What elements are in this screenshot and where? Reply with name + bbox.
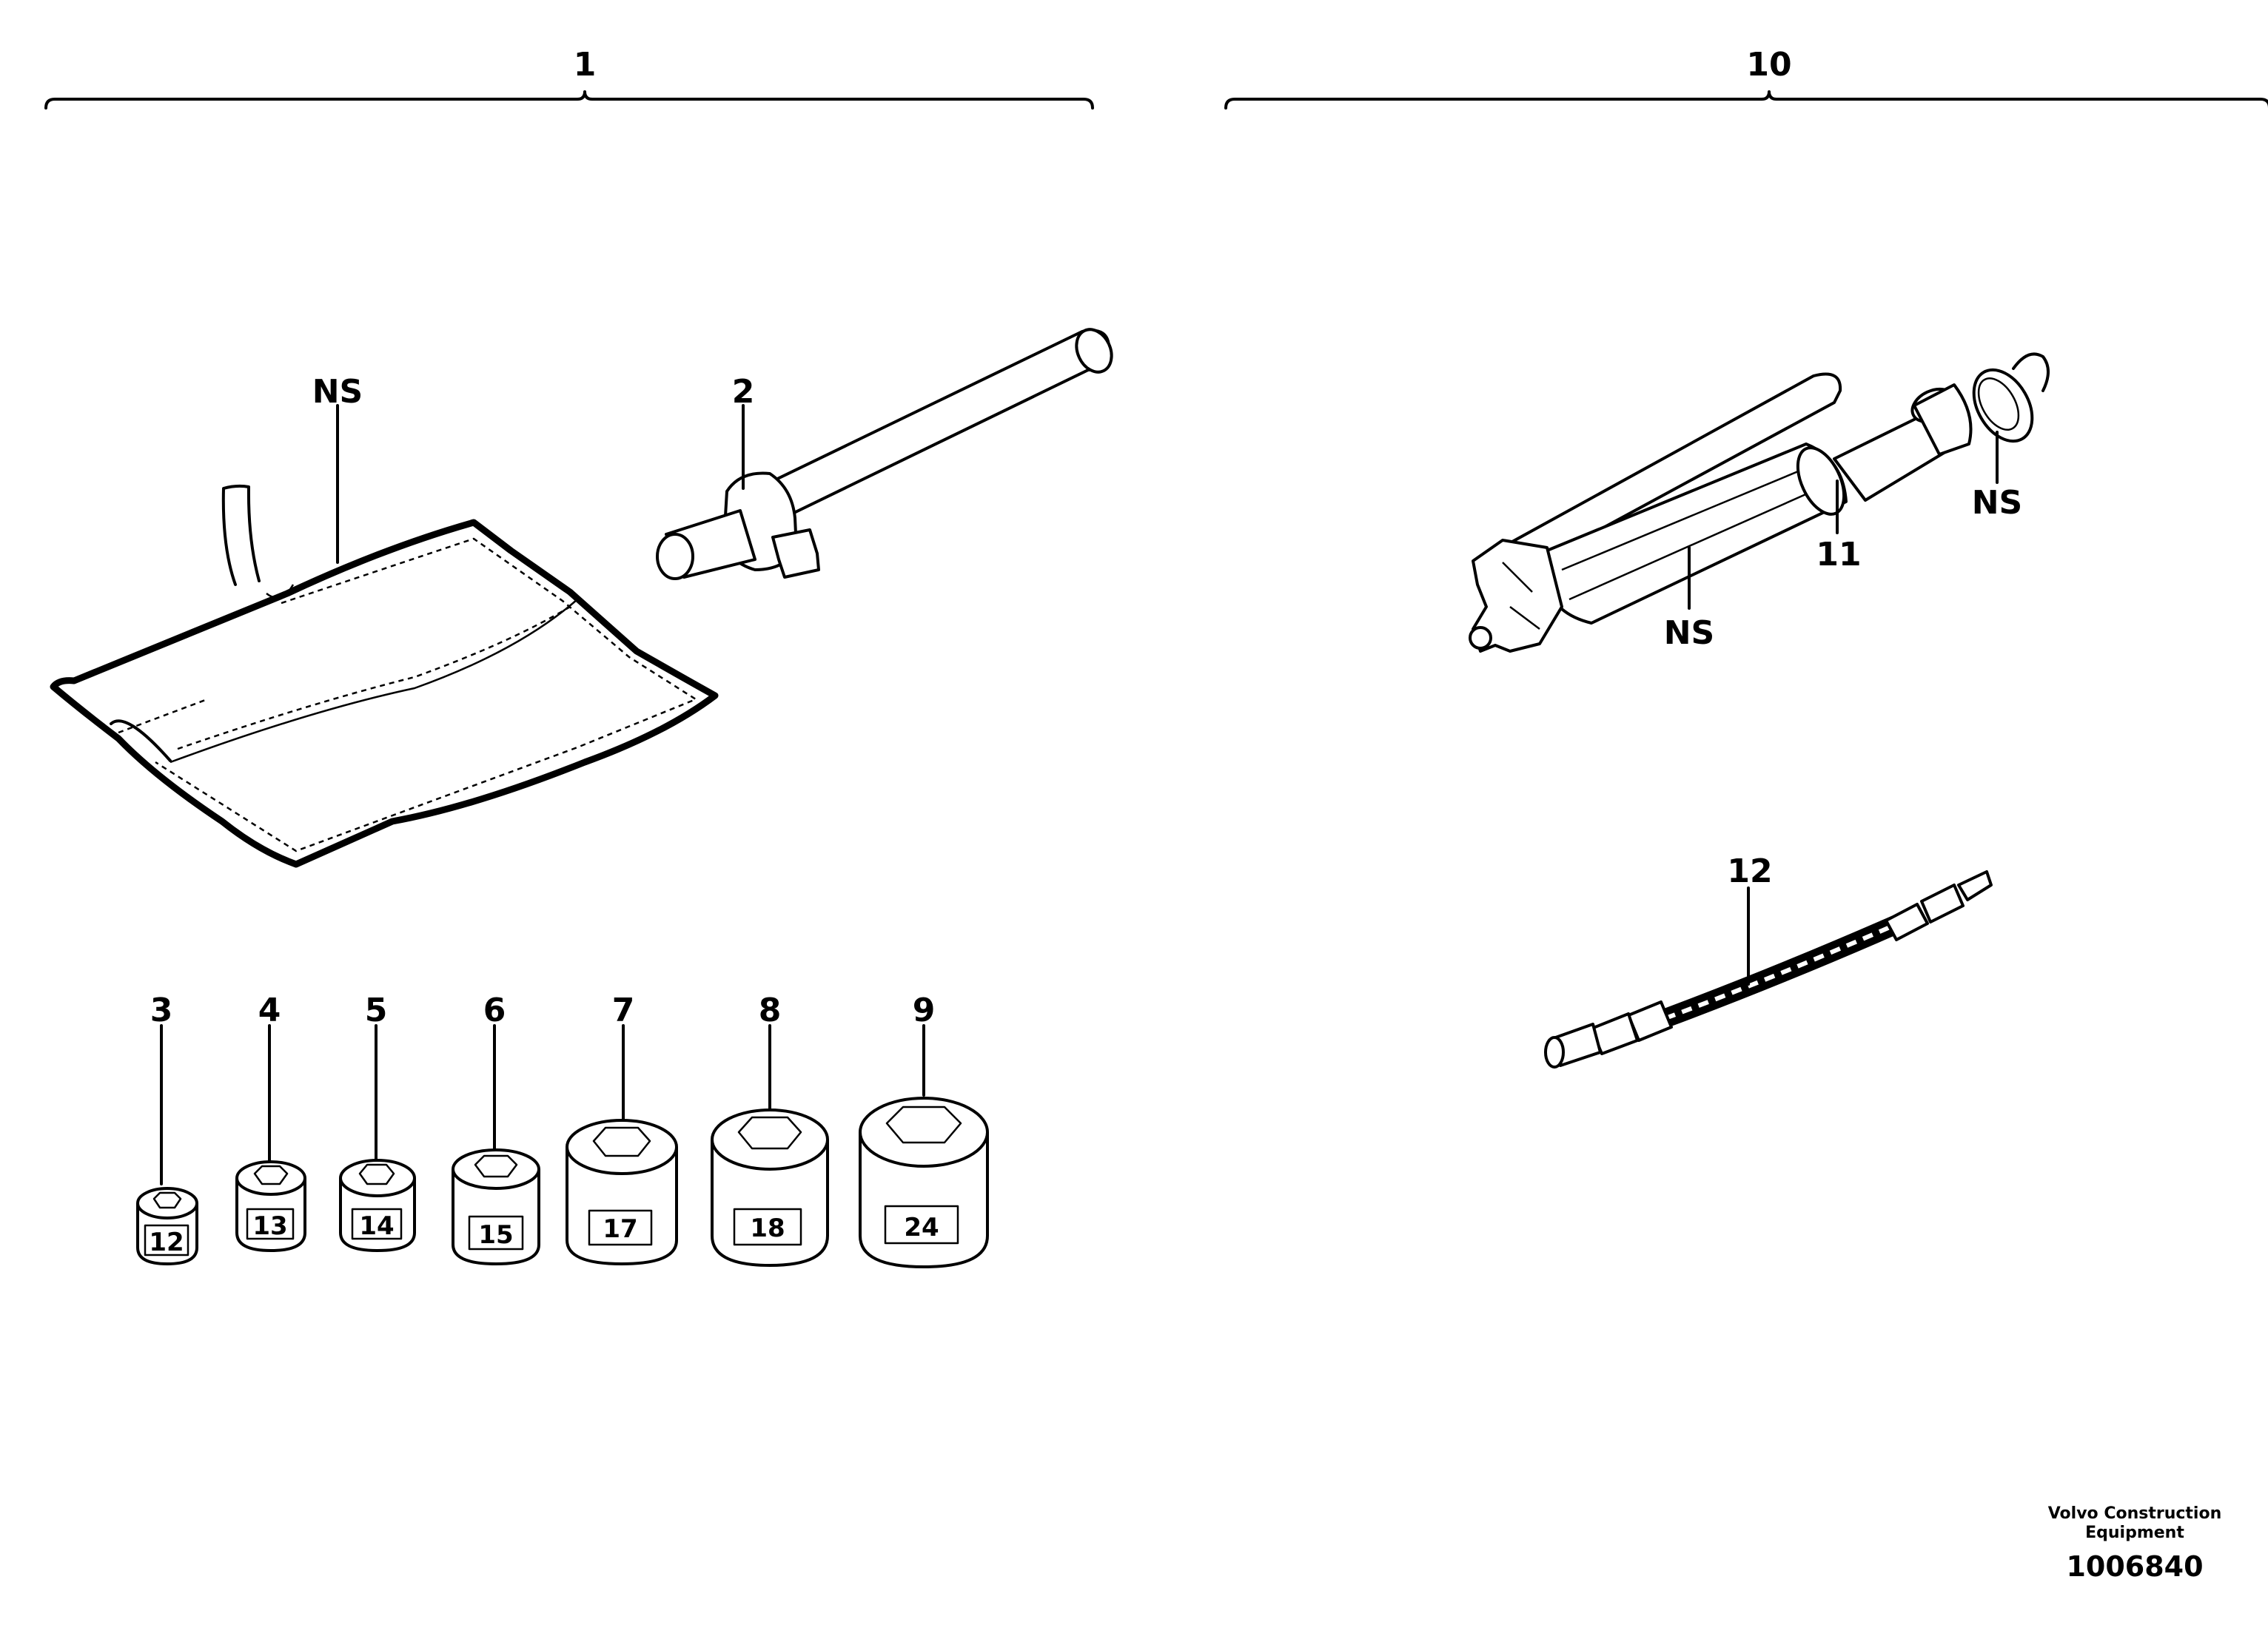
grease-gun-illustration: NS 11 NS <box>1469 352 2050 653</box>
grease-hose-label: 12 <box>1727 852 1772 890</box>
company-name-line2: Equipment <box>2085 1524 2184 1542</box>
socket-item-5: 5 14 <box>339 992 416 1252</box>
socket-size-label: 12 <box>149 1228 184 1257</box>
socket-item-label: 4 <box>258 992 281 1029</box>
group-1-bracket: 1 <box>44 46 1094 110</box>
group-10-label: 10 <box>1746 46 1791 84</box>
socket-item-4: 4 13 <box>235 992 306 1252</box>
group-1-label: 1 <box>574 46 597 84</box>
grease-gun-cap-label: NS <box>1972 484 2023 522</box>
wrench-handle-illustration: 2 <box>656 328 1113 580</box>
grease-gun-cap <box>1972 352 2050 443</box>
socket-size-label: 17 <box>603 1214 637 1244</box>
socket-item-3: 3 12 <box>136 992 198 1265</box>
grease-gun-tube-label: 11 <box>1816 536 1861 573</box>
socket-item-6: 6 15 <box>452 992 540 1265</box>
socket-item-label: 3 <box>150 992 173 1029</box>
wrench-handle-label: 2 <box>732 373 755 411</box>
title-block: Volvo Construction Equipment 1006840 <box>2048 1504 2222 1583</box>
socket-item-7: 7 17 <box>566 992 678 1265</box>
socket-item-label: 6 <box>483 992 506 1029</box>
socket-item-label: 8 <box>759 992 782 1029</box>
socket-set: 3 12 4 13 5 14 6 <box>136 992 989 1268</box>
socket-size-label: 18 <box>750 1214 785 1243</box>
socket-size-label: 24 <box>904 1213 939 1242</box>
socket-size-label: 14 <box>359 1211 394 1241</box>
socket-size-label: 15 <box>478 1220 513 1250</box>
socket-item-label: 7 <box>612 992 635 1029</box>
grease-gun-body-label: NS <box>1664 614 1715 652</box>
socket-item-9: 9 24 <box>859 992 989 1268</box>
grease-hose-illustration: 12 <box>1544 852 1993 1069</box>
socket-size-label: 13 <box>252 1211 287 1241</box>
group-10-bracket: 10 <box>1224 46 2268 110</box>
socket-item-8: 8 18 <box>711 992 829 1267</box>
socket-item-label: 5 <box>365 992 388 1029</box>
company-name-line1: Volvo Construction <box>2048 1504 2222 1523</box>
tool-bag-illustration: NS <box>50 373 719 868</box>
socket-item-label: 9 <box>913 992 936 1029</box>
drawing-number: 1006840 <box>2066 1550 2203 1583</box>
tool-bag-label: NS <box>312 373 363 411</box>
